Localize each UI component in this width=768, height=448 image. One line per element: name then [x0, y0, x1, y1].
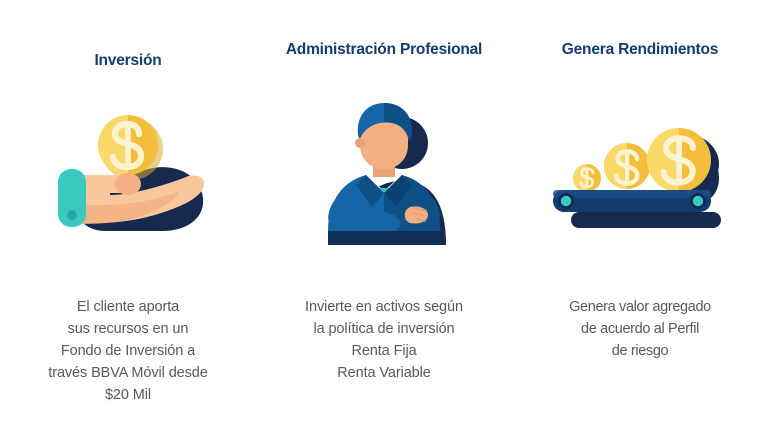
body-line: Fondo de Inversión a	[60, 343, 196, 359]
step-column-administracion: Administración Profesional	[256, 0, 512, 448]
step-title-inversion: Inversión	[0, 51, 256, 70]
step-body-inversion: El cliente aporta sus recursos en un Fon…	[0, 296, 256, 406]
body-line: de riesgo	[611, 343, 669, 359]
timeline	[0, 240, 768, 290]
step-title-line: Profesional	[399, 41, 483, 58]
body-line: sus recursos en un	[67, 321, 189, 337]
step-title-line: Genera	[561, 41, 614, 58]
body-line: Genera valor agregado	[569, 299, 711, 315]
step-title-line: Inversión	[94, 52, 162, 69]
step-column-inversion: Inversión	[0, 0, 256, 448]
body-line: El cliente aporta	[76, 299, 180, 315]
body-line: Renta Variable	[337, 365, 431, 381]
step-body-rendimientos: Genera valor agregado de acuerdo al Perf…	[512, 296, 768, 362]
coins-on-conveyor-icon	[512, 120, 768, 270]
step-title-administracion: Administración Profesional	[256, 40, 512, 59]
step-title-line: Rendimientos	[618, 41, 719, 58]
body-line: Invierte en activos según	[305, 299, 463, 315]
step-column-rendimientos: Genera Rendimientos	[512, 0, 768, 448]
step-title-rendimientos: Genera Rendimientos	[512, 40, 768, 59]
body-line: la política de inversión	[313, 321, 455, 337]
body-line: través BBVA Móvil desde	[48, 365, 208, 381]
body-line: de acuerdo al Perfil	[581, 321, 699, 337]
body-line: Renta Fija	[351, 343, 417, 359]
body-line: $20 Mil	[104, 387, 152, 403]
step-title-line: Administración	[285, 41, 396, 58]
step-body-administracion: Invierte en activos según la política de…	[256, 296, 512, 384]
hand-with-coin-icon	[0, 105, 256, 255]
businessman-crossed-arms-icon	[256, 95, 512, 245]
